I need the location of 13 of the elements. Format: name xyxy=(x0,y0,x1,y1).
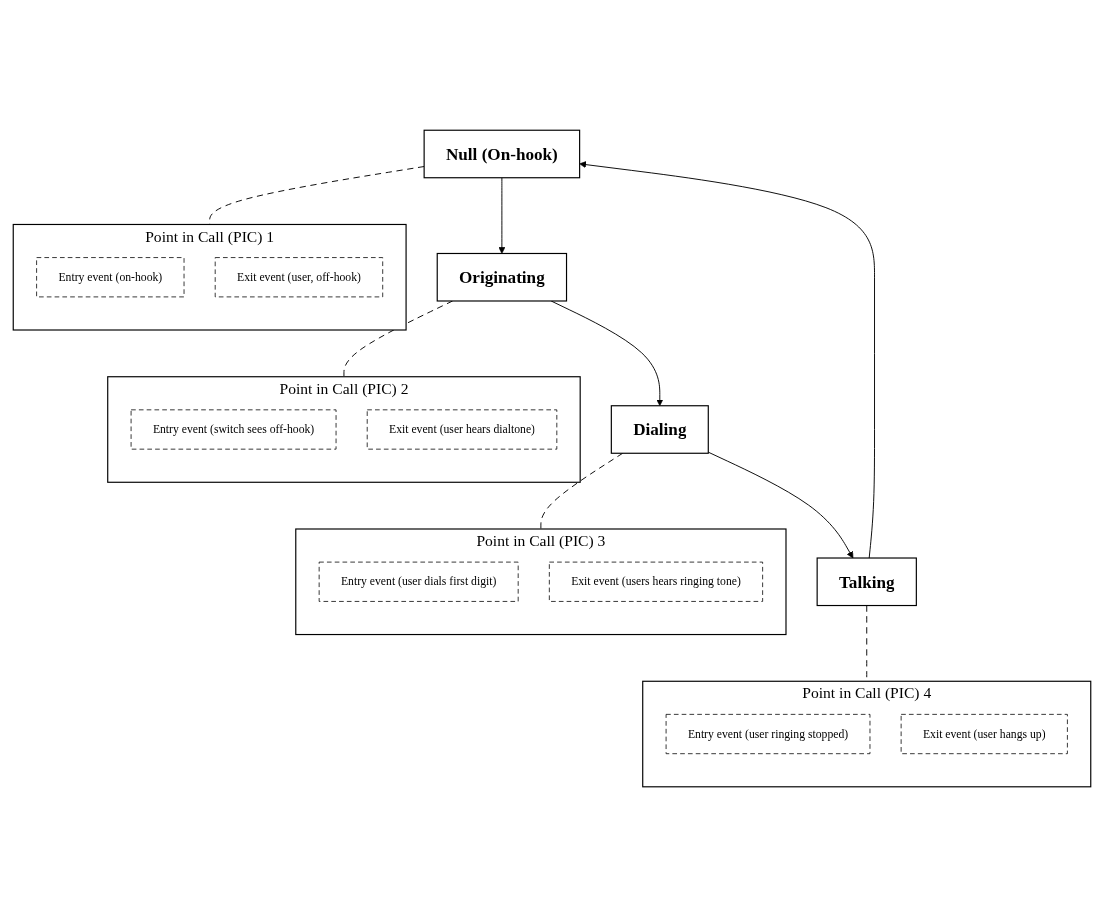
node-box: Dialing xyxy=(610,405,709,454)
node-box: Entry event (on-hook) xyxy=(36,257,185,298)
node-box: Entry event (user dials first digit) xyxy=(318,561,519,602)
node-box: Talking xyxy=(816,557,917,607)
node-box: Exit event (user hears dialtone) xyxy=(366,409,558,450)
connector xyxy=(540,452,624,530)
node-box: Entry event (switch sees off-hook) xyxy=(130,409,337,450)
node-box: Exit event (user hangs up) xyxy=(900,713,1068,755)
node-box: Null (On-hook) xyxy=(423,129,581,179)
node-box: Entry event (user ringing stopped) xyxy=(665,713,871,755)
node-box: Exit event (user, off-hook) xyxy=(214,257,384,298)
node-box: Exit event (users hears ringing tone) xyxy=(548,561,763,602)
node-box: Originating xyxy=(436,252,568,302)
